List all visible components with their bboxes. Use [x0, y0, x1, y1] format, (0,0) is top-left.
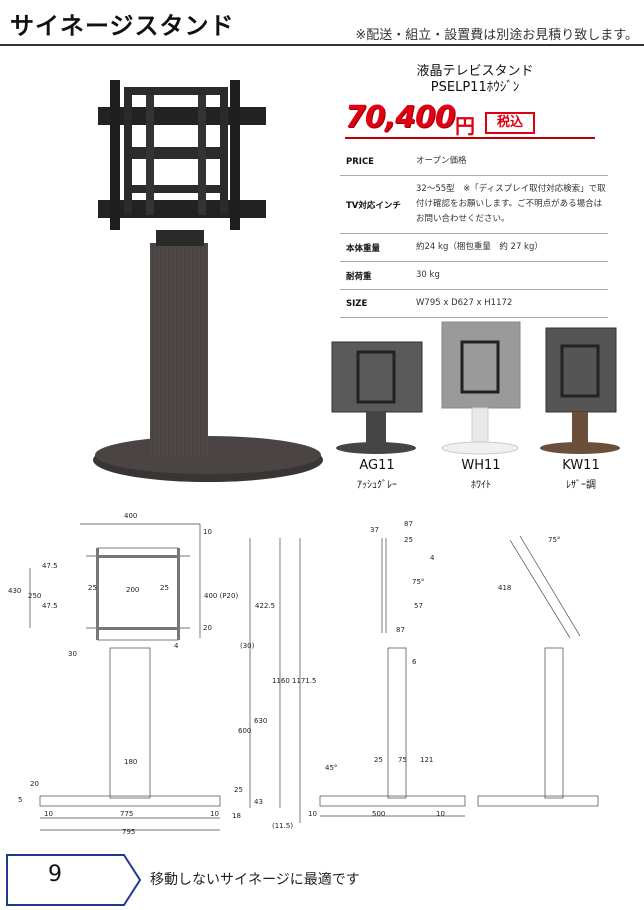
variant-image [331, 341, 423, 454]
product-name: 液晶テレビスタンド [416, 64, 534, 79]
variant-image [540, 327, 620, 454]
price-currency: 円 [455, 114, 475, 138]
dim-front-30p: (30) [240, 642, 255, 650]
dim-front-5: 5 [18, 796, 22, 804]
spec-row-weight: 本体重量 約24 kg（梱包重量 約 27 kg） [340, 234, 608, 262]
header-divider [0, 44, 644, 46]
dim-tilt-418: 418 [498, 584, 511, 592]
spec-row-tv-size: TV対応インチ 32～55型 ※「ディスプレイ取付対応検索」で取付け確認をお願い… [340, 176, 608, 234]
dim-front-18: 18 [232, 812, 241, 820]
spec-value: W795 x D627 x H1172 [416, 298, 513, 308]
dim-front-422-5: 422.5 [255, 602, 275, 610]
dim-front-47-5a: 47.5 [42, 562, 58, 570]
dim-side-87a: 87 [404, 520, 413, 528]
dim-side-45deg: 45° [325, 764, 337, 772]
dim-front-200: 200 [126, 586, 139, 594]
hero-product-image [93, 80, 323, 482]
spec-value: 30 kg [416, 270, 440, 280]
price-value: 70,400 [345, 100, 456, 135]
variant-name: ﾚｻﾞｰ調 [566, 480, 596, 491]
spec-table: PRICE オープン価格 TV対応インチ 32～55型 ※「ディスプレイ取付対応… [340, 148, 608, 318]
variant-code: AG11 [359, 458, 395, 473]
dim-side-4: 4 [430, 554, 435, 562]
variant-ag11: AG11 ｱｯｼｭｸﾞﾚｰ [328, 318, 426, 493]
dim-front-4: 4 [174, 642, 179, 650]
dim-front-1171-5: 1171.5 [292, 677, 317, 685]
spec-row-price: PRICE オープン価格 [340, 148, 608, 176]
dim-front-25a: 25 [88, 584, 97, 592]
dim-side-121: 121 [420, 756, 433, 764]
dim-front-30: 30 [68, 650, 77, 658]
spec-row-size: SIZE W795 x D627 x H1172 [340, 290, 608, 318]
header-note: ※配送・組立・設置費は別途お見積り致します。 [355, 28, 638, 43]
dim-front-630: 630 [254, 717, 267, 725]
tax-badge: 税込 [485, 112, 535, 134]
spec-label: SIZE [346, 298, 368, 309]
dim-front-10: 10 [203, 528, 212, 536]
dim-front-11-5: (11.5) [272, 822, 293, 830]
dim-side-57: 57 [414, 602, 423, 610]
dim-front-10b: 10 [44, 810, 53, 818]
dim-front-775: 775 [120, 810, 133, 818]
variant-wh11: WH11 ﾎﾜｲﾄ [432, 318, 530, 493]
spec-value: 32～55型 ※「ディスプレイ取付対応検索」で取付け確認をお願いします。ご不明点… [416, 184, 606, 224]
spec-label: 本体重量 [346, 243, 381, 254]
dim-side-87b: 87 [396, 626, 405, 634]
page-number-box [6, 854, 142, 906]
price-row: 70,400 円 税込 [345, 100, 605, 138]
product-model: PSELP11ﾎｳｼﾞﾝ [430, 80, 520, 95]
dim-front-width: 400 [124, 512, 137, 520]
spec-row-load: 耐荷重 30 kg [340, 262, 608, 290]
page-number: 9 [48, 862, 62, 887]
dim-side-75: 75 [398, 756, 407, 764]
variant-code: WH11 [461, 458, 501, 473]
dim-front-1160: 1160 [272, 677, 290, 685]
dim-front-430: 430 [8, 587, 21, 595]
variant-kw11: KW11 ﾚｻﾞｰ調 [532, 318, 630, 493]
dim-front-20: 20 [203, 624, 212, 632]
page-title: サイネージスタンド [10, 12, 235, 40]
dim-side-37: 37 [370, 526, 379, 534]
dim-side-25: 25 [404, 536, 413, 544]
dim-side-10b: 10 [436, 810, 445, 818]
spec-value: 約24 kg（梱包重量 約 27 kg） [416, 242, 543, 252]
dim-tilt-75deg: 75° [548, 536, 560, 544]
spec-label: TV対応インチ [346, 200, 401, 211]
footer-caption: 移動しないサイネージに最適です [150, 872, 360, 888]
technical-drawings: 400 10 47.5 25 200 47.5 250 430 25 400 (… [8, 512, 599, 836]
dim-front-10c: 10 [210, 810, 219, 818]
dim-front-47-5b: 47.5 [42, 602, 58, 610]
variant-name: ｱｯｼｭｸﾞﾚｰ [357, 480, 397, 491]
spec-label: PRICE [346, 156, 374, 167]
dim-front-180: 180 [124, 758, 137, 766]
spec-label: 耐荷重 [346, 271, 372, 282]
dim-front-795: 795 [122, 828, 135, 836]
dim-front-25b: 25 [160, 584, 169, 592]
dim-front-250: 250 [28, 592, 41, 600]
dim-side-6: 6 [412, 658, 417, 666]
dim-side-500: 500 [372, 810, 385, 818]
dim-side-25b: 25 [374, 756, 383, 764]
dim-front-20b: 20 [30, 780, 39, 788]
price-underline [345, 137, 595, 139]
dim-front-400p20: 400 (P20) [204, 592, 238, 600]
dim-front-43: 43 [254, 798, 263, 806]
header: サイネージスタンド ※配送・組立・設置費は別途お見積り致します。 [0, 0, 644, 48]
variant-code: KW11 [562, 458, 600, 473]
dim-side-10a: 10 [308, 810, 317, 818]
footer: 9 移動しないサイネージに最適です [0, 852, 644, 907]
product-name-block: 液晶テレビスタンド PSELP11ﾎｳｼﾞﾝ [330, 64, 620, 96]
dim-front-25c: 25 [234, 786, 243, 794]
spec-value: オープン価格 [416, 156, 467, 166]
variant-name: ﾎﾜｲﾄ [471, 480, 491, 491]
dim-front-600: 600 [238, 727, 251, 735]
dim-side-75deg: 75° [412, 578, 424, 586]
variant-image [441, 321, 521, 455]
